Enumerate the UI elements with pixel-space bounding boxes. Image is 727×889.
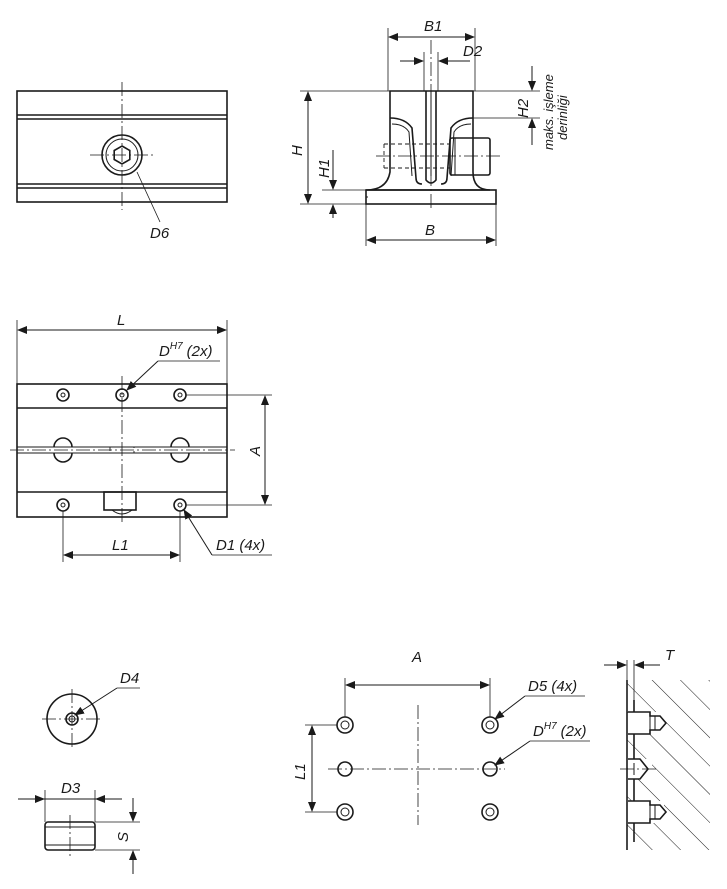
label-l1-pattern: L1 xyxy=(292,763,309,780)
label-a-plan: A xyxy=(247,446,264,457)
label-h: H xyxy=(289,145,306,156)
label-dh7-pattern: DH7(2x) xyxy=(533,721,586,740)
mounting-section-view: T xyxy=(604,647,710,850)
label-max-depth-1: maks. işleme xyxy=(541,74,556,150)
label-b1: B1 xyxy=(424,18,442,35)
label-max-depth-2: derinliği xyxy=(555,94,570,140)
hole-d1-br xyxy=(173,498,187,512)
hole-pattern-view: A L1 D5 (4x) DH7(2x) xyxy=(292,649,590,825)
label-a-pattern: A xyxy=(411,649,422,666)
label-t: T xyxy=(665,647,676,664)
hole-dh7-top xyxy=(115,388,129,402)
socket-screw-head xyxy=(101,134,143,176)
label-h1: H1 xyxy=(316,159,333,178)
washer-view: D4 D3 S xyxy=(18,670,140,874)
pattern-hole-br xyxy=(481,803,499,821)
label-l: L xyxy=(117,312,125,329)
pattern-hole-bl xyxy=(336,803,354,821)
label-b: B xyxy=(425,222,435,239)
side-view: B1 D2 H2 maks. işleme derinliği H H1 B xyxy=(289,18,570,246)
label-dh7-top: DH7(2x) xyxy=(159,341,212,360)
label-d2: D2 xyxy=(463,43,483,60)
top-view: D6 xyxy=(16,82,228,242)
label-d5: D5 (4x) xyxy=(528,678,577,695)
label-l1-plan: L1 xyxy=(112,537,129,554)
label-d1: D1 (4x) xyxy=(216,537,265,554)
hole-d1-bl xyxy=(56,498,70,512)
label-d6: D6 xyxy=(150,225,170,242)
hole-d1-tr xyxy=(173,388,187,402)
label-d4: D4 xyxy=(120,670,139,687)
label-h2: H2 xyxy=(515,98,532,118)
hole-d1-tl xyxy=(56,388,70,402)
plan-view: L DH7(2x) A L1 D1 (4x) xyxy=(10,312,272,562)
pattern-hole-mr xyxy=(482,761,498,777)
pattern-hole-ml xyxy=(337,761,353,777)
pattern-hole-tr xyxy=(481,716,499,734)
label-s: S xyxy=(115,832,132,842)
label-d3: D3 xyxy=(61,780,81,797)
pattern-hole-tl xyxy=(336,716,354,734)
